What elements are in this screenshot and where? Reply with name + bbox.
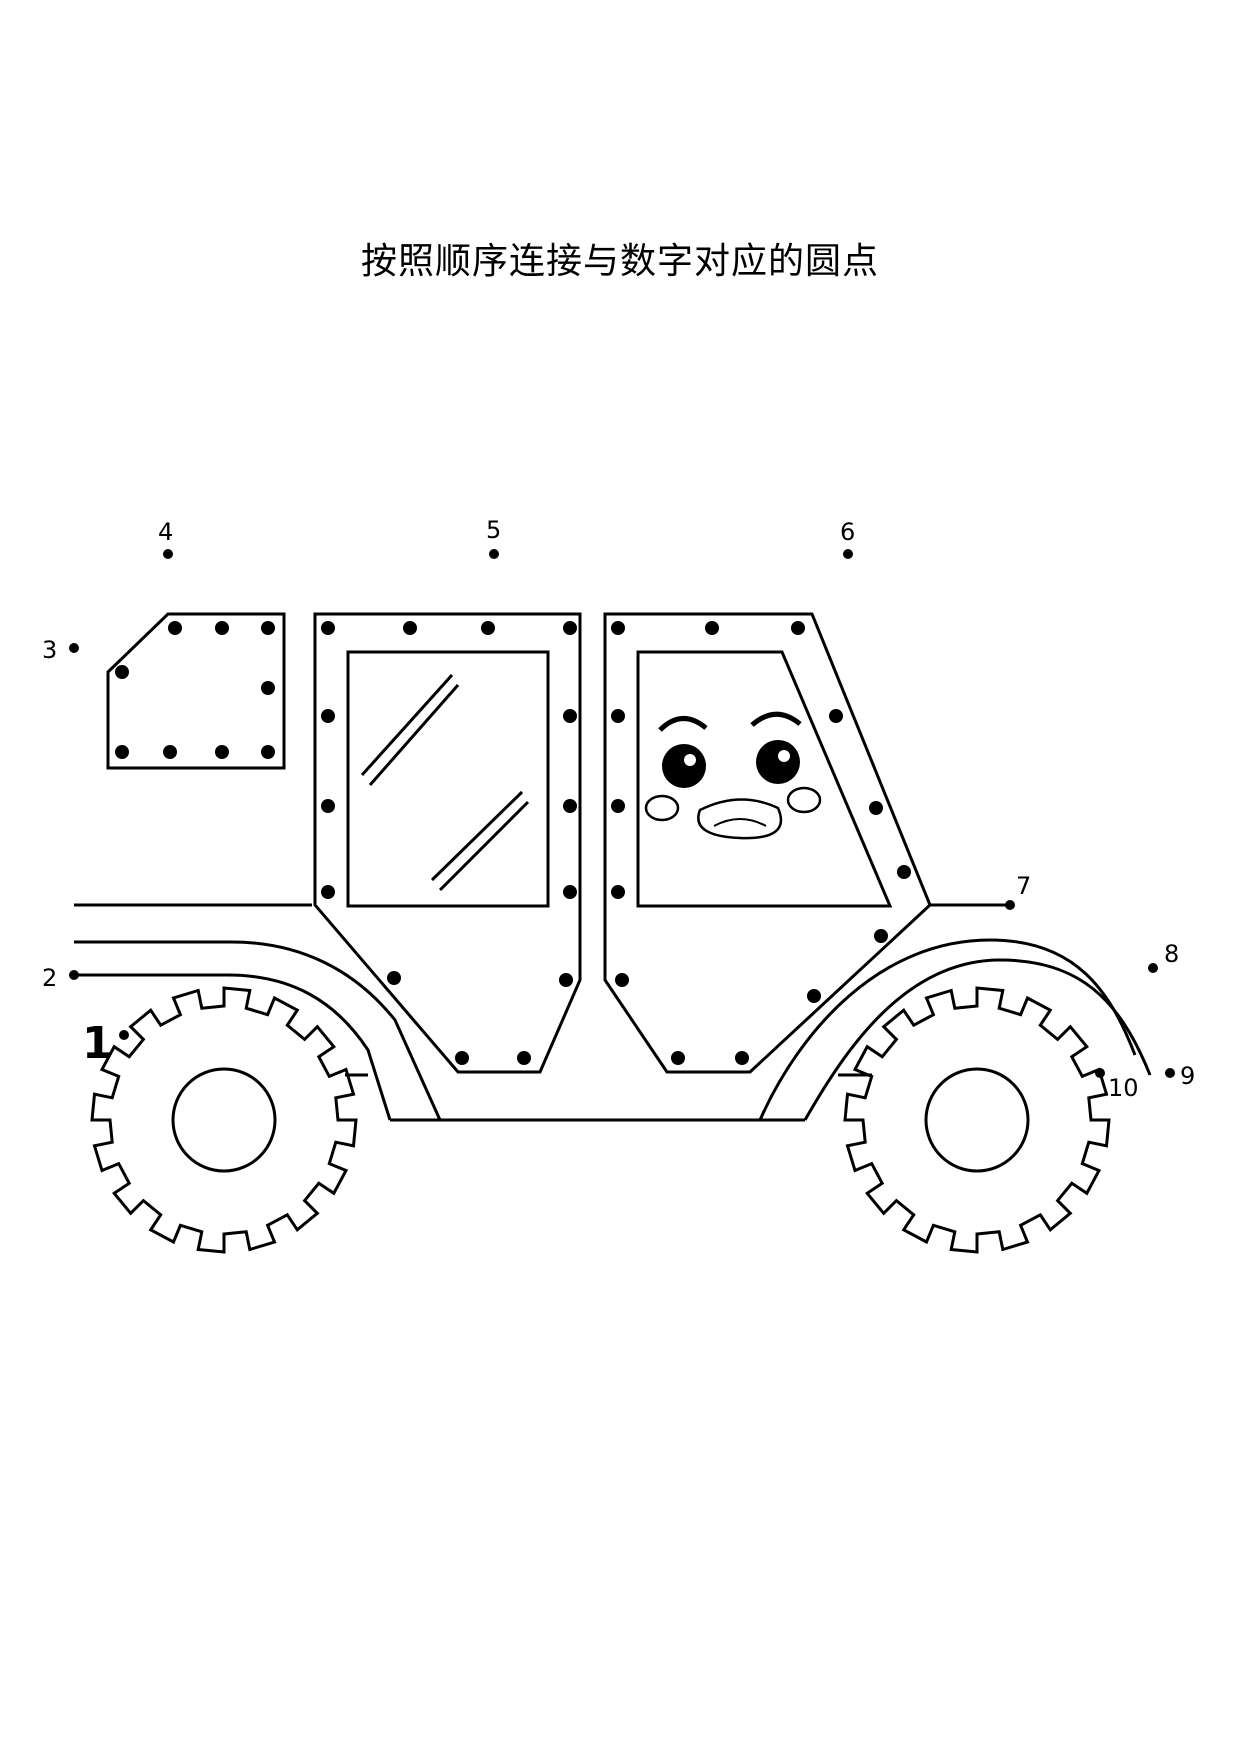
right-eyebrow (750, 711, 802, 727)
mouth (697, 798, 783, 840)
dot-label-1: 1 (82, 1018, 113, 1069)
rivet-dot (321, 885, 335, 899)
rivet-dots (115, 621, 911, 1065)
tire-tread (90, 986, 358, 1254)
rivet-dot (261, 621, 275, 635)
rivet-dot (563, 709, 577, 723)
rear-tire (843, 986, 1111, 1254)
front-door-window (346, 650, 550, 908)
rivet-dot (611, 709, 625, 723)
rivet-dot (735, 1051, 749, 1065)
rivet-dot (829, 709, 843, 723)
rivet-dot (387, 971, 401, 985)
right-eye (756, 740, 800, 784)
rivet-dot (115, 665, 129, 679)
fender-line-outer (74, 940, 442, 1121)
rivet-dot (403, 621, 417, 635)
rivet-dot (705, 621, 719, 635)
rivet-dot (897, 865, 911, 879)
rivet-dot (791, 621, 805, 635)
dot-7 (1005, 900, 1015, 910)
rivet-dot (261, 745, 275, 759)
worksheet-title: 按照顺序连接与数字对应的圆点 (360, 241, 879, 282)
dot-label-8: 8 (1164, 940, 1179, 968)
rivet-dot (215, 745, 229, 759)
dot-5 (489, 549, 499, 559)
rivet-dot (321, 799, 335, 813)
rivet-dot (163, 745, 177, 759)
face (644, 711, 822, 840)
front-door (313, 612, 582, 1074)
front-hub (171, 1067, 277, 1173)
dot-1 (119, 1030, 129, 1040)
rivet-dot (517, 1051, 531, 1065)
right-eye-shine (778, 750, 790, 762)
front-tire (90, 986, 358, 1254)
dot-label-3: 3 (42, 636, 57, 664)
tongue-line (713, 818, 767, 827)
fender-line-inner (74, 973, 392, 1121)
dot-label-6: 6 (840, 518, 855, 546)
rivet-dot (481, 621, 495, 635)
rivet-dot (611, 621, 625, 635)
dot-9 (1165, 1068, 1175, 1078)
rivet-dot (874, 929, 888, 943)
left-eye (662, 744, 706, 788)
rivet-dot (611, 799, 625, 813)
rear-door (603, 612, 932, 1074)
windshield (106, 612, 286, 770)
rivet-dot (261, 681, 275, 695)
rivet-dot (168, 621, 182, 635)
tire-tread (843, 986, 1111, 1254)
jeep-outline (74, 612, 1152, 1254)
rear-fender-inner (758, 938, 1137, 1121)
dot-label-10: 10 (1108, 1074, 1139, 1102)
glare-line-3 (430, 790, 524, 882)
rivet-dot (807, 989, 821, 1003)
dot-label-5: 5 (486, 516, 501, 544)
dot-6 (843, 549, 853, 559)
glare-line-4 (438, 800, 530, 892)
rivet-dot (115, 745, 129, 759)
dot-8 (1148, 963, 1158, 973)
rivet-dot (559, 973, 573, 987)
rivet-dot (671, 1051, 685, 1065)
dot-4 (163, 549, 173, 559)
numbered-dots: 1 2 3 4 5 6 7 8 9 10 (42, 516, 1195, 1102)
rivet-dot (455, 1051, 469, 1065)
rivet-dot (563, 885, 577, 899)
rivet-dot (215, 621, 229, 635)
dot-10 (1095, 1068, 1105, 1078)
dot-2 (69, 970, 79, 980)
rivet-dot (615, 973, 629, 987)
dot-label-4: 4 (158, 518, 173, 546)
dot-label-2: 2 (42, 964, 57, 992)
rivet-dot (321, 621, 335, 635)
left-cheek (644, 794, 680, 822)
rivet-dot (869, 801, 883, 815)
rear-hub (924, 1067, 1030, 1173)
rear-door-window (636, 650, 893, 908)
glare-line-2 (368, 684, 460, 786)
dot-label-9: 9 (1180, 1062, 1195, 1090)
right-cheek (786, 786, 822, 814)
rivet-dot (611, 885, 625, 899)
dot-label-7: 7 (1016, 872, 1031, 900)
glare-line-1 (360, 673, 454, 777)
dot-3 (69, 643, 79, 653)
rivet-dot (563, 799, 577, 813)
rivet-dot (563, 621, 577, 635)
left-eyebrow (658, 716, 708, 732)
rivet-dot (321, 709, 335, 723)
left-eye-shine (684, 754, 696, 766)
